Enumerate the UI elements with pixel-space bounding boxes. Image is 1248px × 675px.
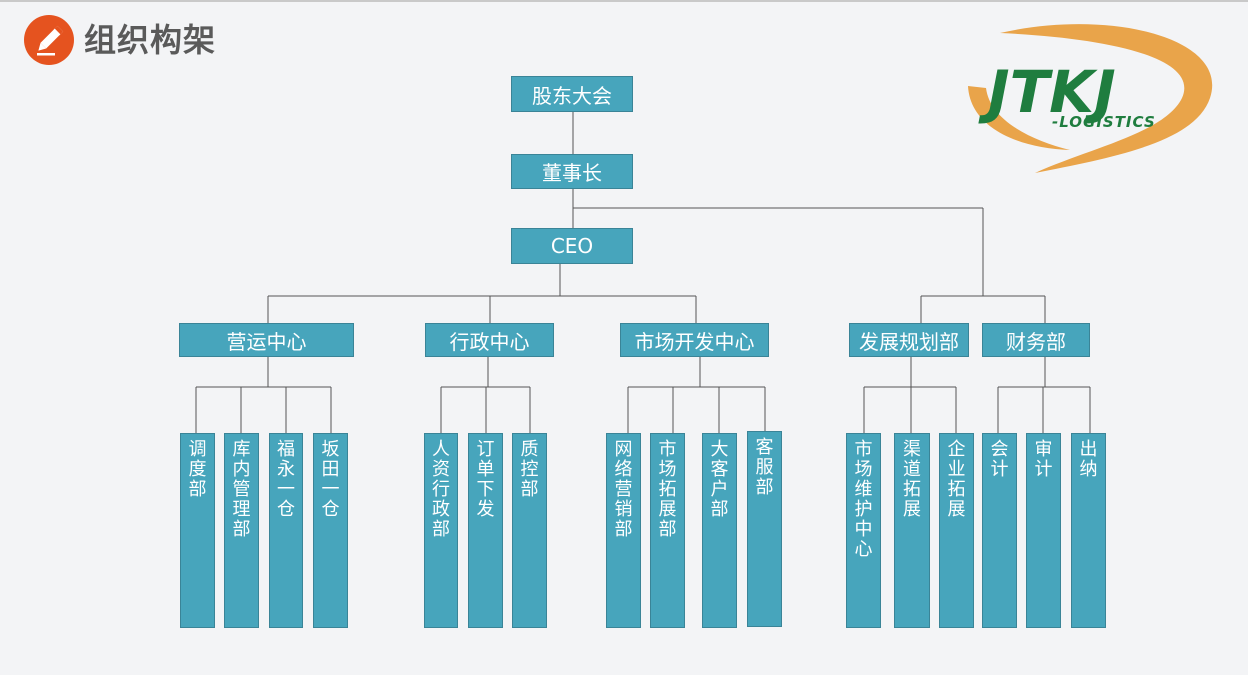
leaf-bantian-warehouse: 坂田一仓 bbox=[313, 433, 348, 628]
node-planning-dept: 发展规划部 bbox=[849, 323, 969, 357]
leaf-hr-admin: 人资行政部 bbox=[424, 433, 458, 628]
node-market-dev-center: 市场开发中心 bbox=[620, 323, 769, 357]
leaf-accounting: 会计 bbox=[982, 433, 1017, 628]
leaf-audit: 审计 bbox=[1026, 433, 1061, 628]
leaf-fuyong-warehouse: 福永一仓 bbox=[269, 433, 303, 628]
leaf-order-dispatch: 订单下发 bbox=[468, 433, 503, 628]
leaf-enterprise-expansion: 企业拓展 bbox=[939, 433, 974, 628]
node-ceo: CEO bbox=[511, 228, 633, 264]
company-logo: JTKJ -LOGISTICS bbox=[960, 8, 1220, 178]
leaf-customer-service: 客服部 bbox=[747, 431, 782, 627]
node-admin-center: 行政中心 bbox=[425, 323, 554, 357]
leaf-market-expansion: 市场拓展部 bbox=[650, 433, 685, 628]
leaf-online-marketing: 网络营销部 bbox=[606, 433, 641, 628]
leaf-channel-expansion: 渠道拓展 bbox=[894, 433, 930, 628]
node-chairman: 董事长 bbox=[511, 154, 633, 189]
node-operations-center: 营运中心 bbox=[179, 323, 354, 357]
leaf-warehouse-mgmt: 库内管理部 bbox=[224, 433, 259, 628]
page-title: 组织构架 bbox=[84, 21, 217, 59]
leaf-market-maintenance: 市场维护中心 bbox=[846, 433, 881, 628]
leaf-cashier: 出纳 bbox=[1071, 433, 1106, 628]
leaf-dispatch: 调度部 bbox=[180, 433, 215, 628]
top-border bbox=[0, 0, 1248, 2]
node-shareholders: 股东大会 bbox=[511, 76, 633, 112]
pencil-icon bbox=[24, 15, 74, 65]
logo-subtitle: -LOGISTICS bbox=[1052, 113, 1156, 131]
logo-wordmark: JTKJ bbox=[978, 58, 1116, 126]
node-finance-dept: 财务部 bbox=[982, 323, 1090, 357]
leaf-quality-control: 质控部 bbox=[512, 433, 547, 628]
leaf-key-accounts: 大客户部 bbox=[702, 433, 737, 628]
